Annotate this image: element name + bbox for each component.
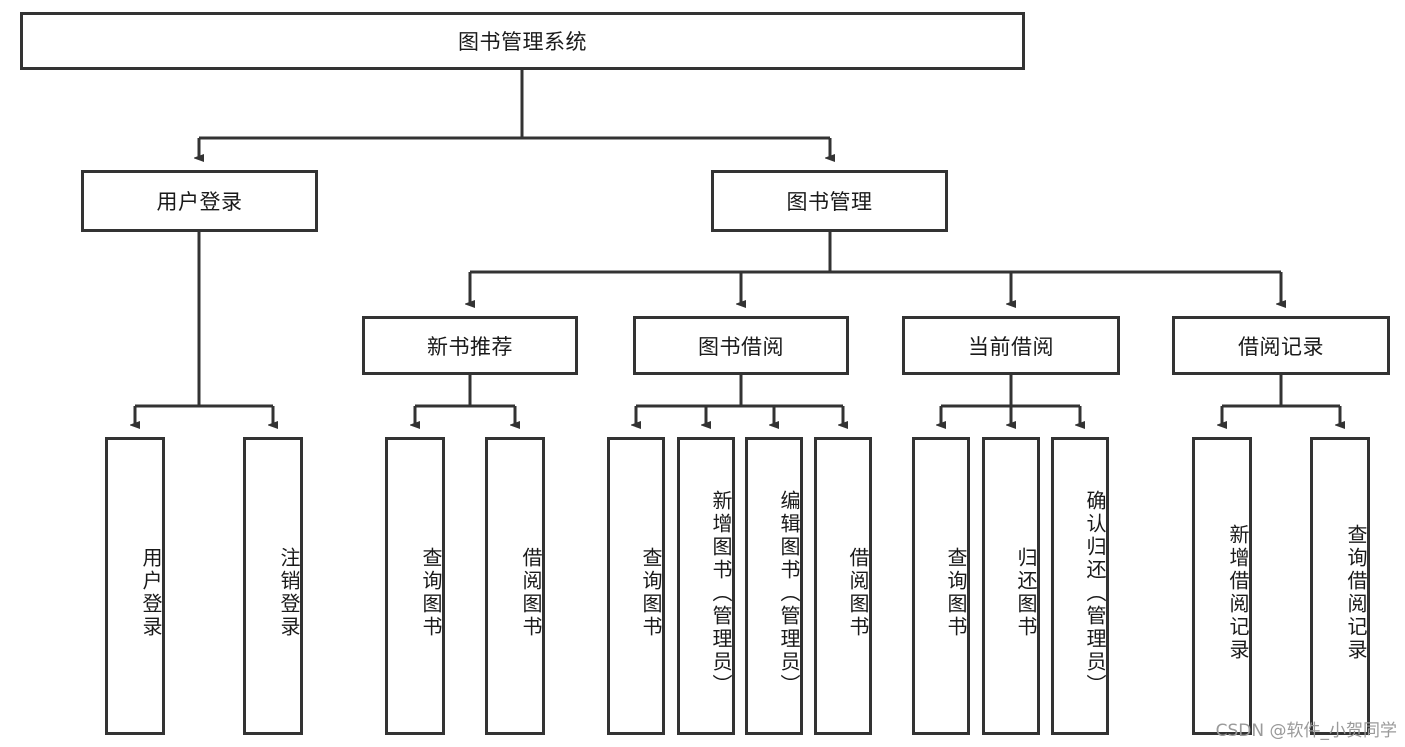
leaf-user-login-label: 用户登录: [139, 547, 163, 639]
leaf-return-books-label: 归还图书: [1014, 547, 1038, 639]
leaf-query-borrow-record-label: 查询借阅记录: [1344, 524, 1368, 662]
leaf-user-logout-label: 注销登录: [277, 547, 301, 639]
node-new-book-recommend-label: 新书推荐: [427, 334, 513, 359]
leaf-query-borrow-record[interactable]: 查询借阅记录: [1310, 437, 1370, 735]
leaf-user-login[interactable]: 用户登录: [105, 437, 165, 735]
node-book-borrow[interactable]: 图书借阅: [633, 316, 849, 375]
leaf-add-book-admin[interactable]: 新增图书（管理员）: [677, 437, 735, 735]
leaf-return-books[interactable]: 归还图书: [982, 437, 1040, 735]
leaf-query-books-borrow[interactable]: 查询图书: [607, 437, 665, 735]
leaf-query-books-recommend[interactable]: 查询图书: [385, 437, 445, 735]
leaf-borrow-books[interactable]: 借阅图书: [814, 437, 872, 735]
leaf-borrow-books-recommend[interactable]: 借阅图书: [485, 437, 545, 735]
node-book-borrow-label: 图书借阅: [698, 334, 784, 359]
node-book-management-label: 图书管理: [786, 190, 873, 214]
leaf-query-books-current[interactable]: 查询图书: [912, 437, 970, 735]
leaf-edit-book-admin-label: 编辑图书（管理员）: [777, 489, 801, 697]
node-current-borrow[interactable]: 当前借阅: [902, 316, 1120, 375]
leaf-borrow-books-label: 借阅图书: [846, 547, 870, 639]
leaf-confirm-return-admin[interactable]: 确认归还（管理员）: [1051, 437, 1109, 735]
node-root-system[interactable]: 图书管理系统: [20, 12, 1025, 70]
leaf-query-books-recommend-label: 查询图书: [419, 547, 443, 639]
leaf-add-book-admin-label: 新增图书（管理员）: [709, 489, 733, 697]
leaf-query-books-current-label: 查询图书: [944, 547, 968, 639]
node-user-login-label: 用户登录: [156, 190, 243, 214]
leaf-user-logout[interactable]: 注销登录: [243, 437, 303, 735]
leaf-add-borrow-record-label: 新增借阅记录: [1226, 524, 1250, 662]
node-new-book-recommend[interactable]: 新书推荐: [362, 316, 578, 375]
leaf-add-borrow-record[interactable]: 新增借阅记录: [1192, 437, 1252, 735]
leaf-edit-book-admin[interactable]: 编辑图书（管理员）: [745, 437, 803, 735]
leaf-borrow-books-recommend-label: 借阅图书: [519, 547, 543, 639]
leaf-confirm-return-admin-label: 确认归还（管理员）: [1083, 489, 1107, 697]
node-user-login[interactable]: 用户登录: [81, 170, 318, 232]
node-book-management[interactable]: 图书管理: [711, 170, 948, 232]
node-root-label: 图书管理系统: [458, 30, 587, 54]
node-borrow-records-label: 借阅记录: [1238, 334, 1324, 359]
leaf-query-books-borrow-label: 查询图书: [639, 547, 663, 639]
node-current-borrow-label: 当前借阅: [968, 334, 1054, 359]
node-borrow-records[interactable]: 借阅记录: [1172, 316, 1390, 375]
